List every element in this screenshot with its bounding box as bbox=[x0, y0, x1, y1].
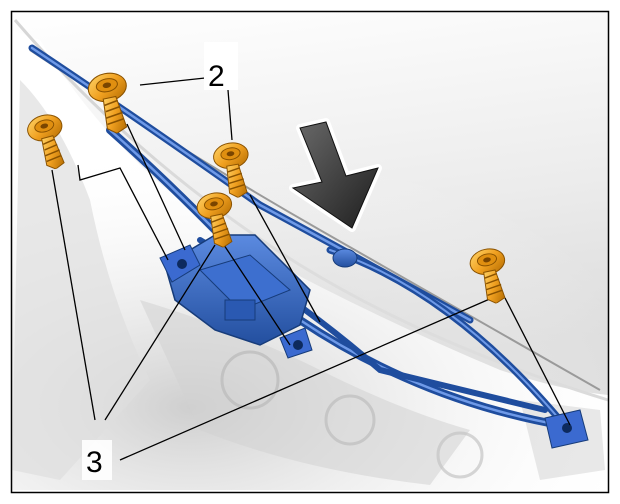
engine-bay bbox=[12, 80, 608, 490]
leader-lines bbox=[51, 77, 571, 461]
leader-3-c bbox=[119, 297, 493, 461]
leader-2-b bbox=[227, 89, 233, 141]
callout-2: 2 bbox=[208, 60, 225, 93]
diagram-border bbox=[10, 10, 610, 494]
leader-2-to-bracket-a bbox=[126, 123, 186, 251]
callout-3: 3 bbox=[86, 446, 103, 479]
leader-3-bracket-right bbox=[504, 297, 571, 426]
leader-3-a bbox=[51, 169, 96, 421]
linkage-joint bbox=[332, 248, 358, 268]
leader-3-b bbox=[104, 244, 216, 421]
leader-2-a bbox=[139, 77, 206, 86]
leader-2-to-bracket-b bbox=[249, 194, 321, 323]
callout-3-bg bbox=[82, 440, 112, 480]
callout-2-bg bbox=[204, 42, 238, 90]
leader-3-bracket-left bbox=[77, 164, 169, 261]
removal-direction-arrow bbox=[289, 118, 382, 232]
leader-3-bracket-center bbox=[221, 241, 291, 346]
